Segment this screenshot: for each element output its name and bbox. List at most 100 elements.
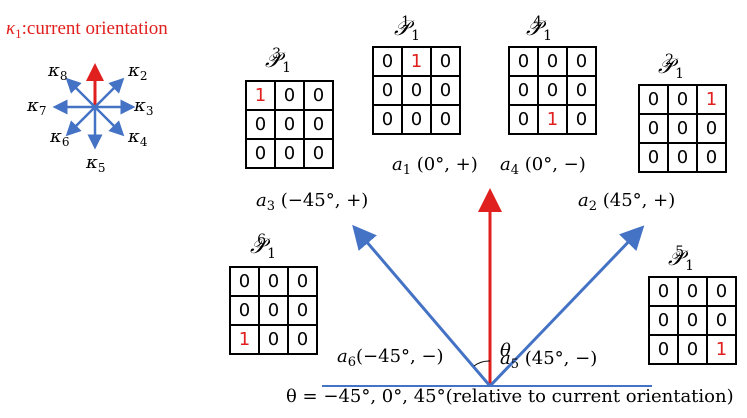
grid-cell: 0 xyxy=(508,104,539,135)
grid-cell: 0 xyxy=(430,104,461,135)
caption: θ = −45°, 0°, 45°(relative to current or… xyxy=(286,386,734,407)
pattern-title-p5: 𝒫51 xyxy=(668,244,694,274)
kappa6-arrow xyxy=(65,106,96,137)
grid-cell: 0 xyxy=(648,276,679,307)
grid-cell: 0 xyxy=(258,266,289,297)
grid-cell: 0 xyxy=(638,113,669,144)
grid-cell: 0 xyxy=(677,334,708,365)
kappa2-arrow xyxy=(94,77,125,108)
grid-cell: 1 xyxy=(245,80,276,111)
orientation-compass xyxy=(52,63,136,150)
kappa3-label: κ3 xyxy=(134,95,154,118)
grid-cell: 0 xyxy=(274,138,305,169)
kappa8-arrow xyxy=(65,77,96,108)
kappa7-label: κ7 xyxy=(27,95,47,118)
grid-cell: 0 xyxy=(303,80,334,111)
kappa6-label: κ6 xyxy=(50,126,70,149)
grid-cell: 0 xyxy=(566,46,597,77)
grid-cell: 0 xyxy=(566,75,597,106)
grid-cell: 0 xyxy=(287,324,318,355)
grid-cell: 0 xyxy=(706,276,737,307)
grid-cell: 0 xyxy=(696,113,727,144)
grid-cell: 1 xyxy=(696,84,727,115)
grid-cell: 0 xyxy=(638,84,669,115)
grid-cell: 0 xyxy=(401,104,432,135)
pattern-title-p4: 𝒫41 xyxy=(526,14,552,44)
left-diagonal-arrow xyxy=(352,224,492,387)
grid-cell: 0 xyxy=(258,295,289,326)
grid-cell: 0 xyxy=(667,113,698,144)
action-label-a1: a1 (0°, +) xyxy=(392,154,478,178)
grid-cell: 0 xyxy=(508,75,539,106)
action-label-a5: a5 (45°, −) xyxy=(500,348,598,372)
grid-cell: 0 xyxy=(537,46,568,77)
kappa5-label: κ5 xyxy=(86,152,106,175)
grid-cell: 0 xyxy=(706,305,737,336)
action-label-a3: a3 (−45°, +) xyxy=(256,190,369,214)
grid-cell: 1 xyxy=(401,46,432,77)
grid-cell: 0 xyxy=(287,295,318,326)
action-label-a6: a6(−45°, −) xyxy=(337,346,444,370)
theta-arc xyxy=(473,360,491,367)
kappa4-arrow xyxy=(94,106,125,137)
grid-cell: 0 xyxy=(258,324,289,355)
grid-cell: 1 xyxy=(537,104,568,135)
grid-cell: 0 xyxy=(245,138,276,169)
grid-cell: 0 xyxy=(274,109,305,140)
pattern-title-p3: 𝒫31 xyxy=(265,46,291,76)
kappa8-label: κ8 xyxy=(48,60,68,83)
pattern-title-p2: 𝒫21 xyxy=(658,52,684,82)
grid-cell: 0 xyxy=(648,305,679,336)
kappa4-label: κ4 xyxy=(128,126,148,149)
grid-cell: 0 xyxy=(430,75,461,106)
grid-cell: 0 xyxy=(667,142,698,173)
legend-title: κ1:current orientation xyxy=(6,18,168,41)
grid-cell: 0 xyxy=(677,276,708,307)
theta-label: θ xyxy=(500,340,511,361)
action-label-a4: a4 (0°, −) xyxy=(500,154,586,178)
grid-cell: 0 xyxy=(372,104,403,135)
grid-cell: 0 xyxy=(229,295,260,326)
grid-cell: 0 xyxy=(638,142,669,173)
grid-cell: 0 xyxy=(372,75,403,106)
grid-cell: 0 xyxy=(401,75,432,106)
grid-cell: 0 xyxy=(566,104,597,135)
right-diagonal-arrow xyxy=(488,225,645,388)
grid-cell: 0 xyxy=(696,142,727,173)
pattern-title-p1: 𝒫11 xyxy=(394,14,420,44)
grid-cell: 0 xyxy=(303,138,334,169)
grid-cell: 1 xyxy=(706,334,737,365)
grid-cell: 0 xyxy=(508,46,539,77)
grid-cell: 0 xyxy=(430,46,461,77)
grid-cell: 0 xyxy=(274,80,305,111)
grid-cell: 0 xyxy=(372,46,403,77)
kappa2-label: κ2 xyxy=(128,60,148,83)
grid-cell: 0 xyxy=(245,109,276,140)
grid-cell: 0 xyxy=(537,75,568,106)
grid-cell: 0 xyxy=(229,266,260,297)
grid-cell: 0 xyxy=(677,305,708,336)
